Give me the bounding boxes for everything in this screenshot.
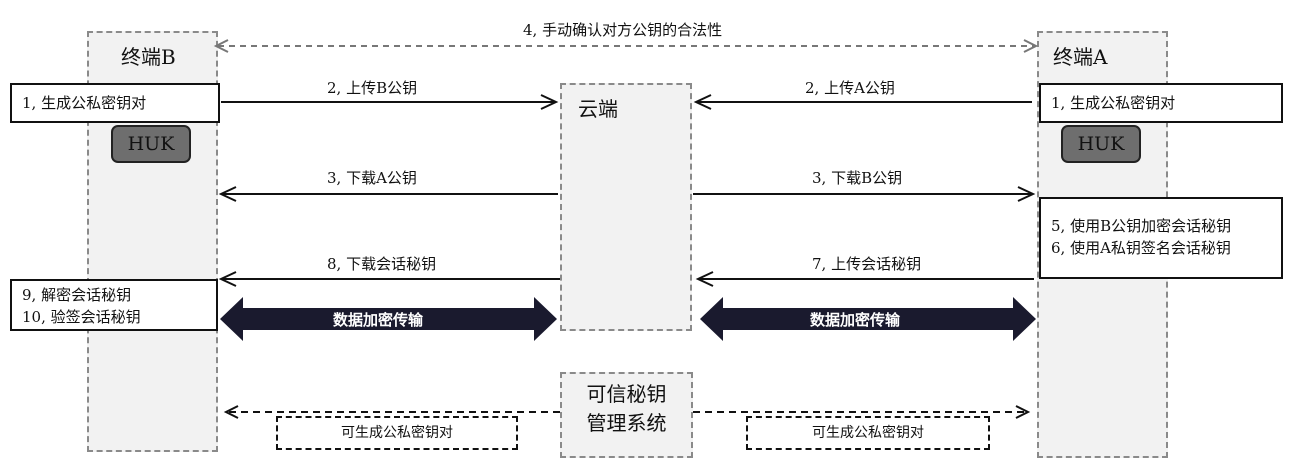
kms-right-label-box: 可生成公私密钥对 (746, 416, 990, 450)
terminal-b-step10: 10, 验签会话秘钥 (22, 308, 141, 326)
encrypted-transfer-right-arrow (700, 297, 1036, 341)
download-b-label: 3, 下载B公钥 (812, 169, 903, 187)
kms-box (560, 372, 693, 458)
terminal-b-title: 终端B (121, 45, 176, 69)
kms-left-dashed-arrow (223, 405, 560, 419)
encrypted-transfer-right-label: 数据加密传输 (810, 311, 901, 329)
upload-a-arrow (693, 94, 1032, 110)
cloud-column (560, 83, 692, 331)
upload-a-label: 2, 上传A公钥 (805, 79, 895, 97)
terminal-a-steps-box: 5, 使用B公钥加密会话秘钥 6, 使用A私钥签名会话秘钥 (1039, 197, 1283, 279)
cloud-title: 云端 (578, 97, 618, 121)
confirm-label: 4, 手动确认对方公钥的合法性 (523, 21, 723, 39)
terminal-a-huk: HUK (1061, 125, 1141, 163)
download-a-arrow (218, 186, 558, 202)
upload-session-label: 7, 上传会话秘钥 (812, 255, 922, 273)
kms-right-dashed-arrow (693, 405, 1031, 419)
kms-title: 可信秘钥 管理系统 (560, 380, 693, 438)
download-b-arrow (693, 186, 1036, 202)
encrypted-transfer-left-arrow (220, 297, 557, 341)
confirm-dashed-arrow (213, 39, 1039, 53)
download-session-label: 8, 下载会话秘钥 (327, 255, 437, 273)
kms-left-label-box: 可生成公私密钥对 (276, 416, 518, 450)
kms-title-line1: 可信秘钥 (586, 382, 667, 406)
download-a-label: 3, 下载A公钥 (327, 169, 417, 187)
encrypted-transfer-left-label: 数据加密传输 (333, 311, 424, 329)
terminal-a-step6: 6, 使用A私钥签名会话秘钥 (1051, 239, 1231, 257)
terminal-b-steps-box: 9, 解密会话秘钥 10, 验签会话秘钥 (10, 279, 218, 331)
terminal-a-step5: 5, 使用B公钥加密会话秘钥 (1051, 217, 1232, 235)
upload-b-label: 2, 上传B公钥 (327, 79, 418, 97)
terminal-b-step9: 9, 解密会话秘钥 (22, 286, 132, 304)
kms-title-line2: 管理系统 (586, 411, 667, 435)
terminal-a-step1-box: 1, 生成公私密钥对 (1039, 83, 1283, 123)
download-session-arrow (218, 271, 560, 287)
terminal-a-title: 终端A (1053, 45, 1108, 69)
terminal-b-huk: HUK (111, 125, 191, 163)
terminal-b-step1-box: 1, 生成公私密钥对 (10, 83, 220, 123)
upload-session-arrow (695, 271, 1034, 287)
upload-b-arrow (221, 94, 559, 110)
